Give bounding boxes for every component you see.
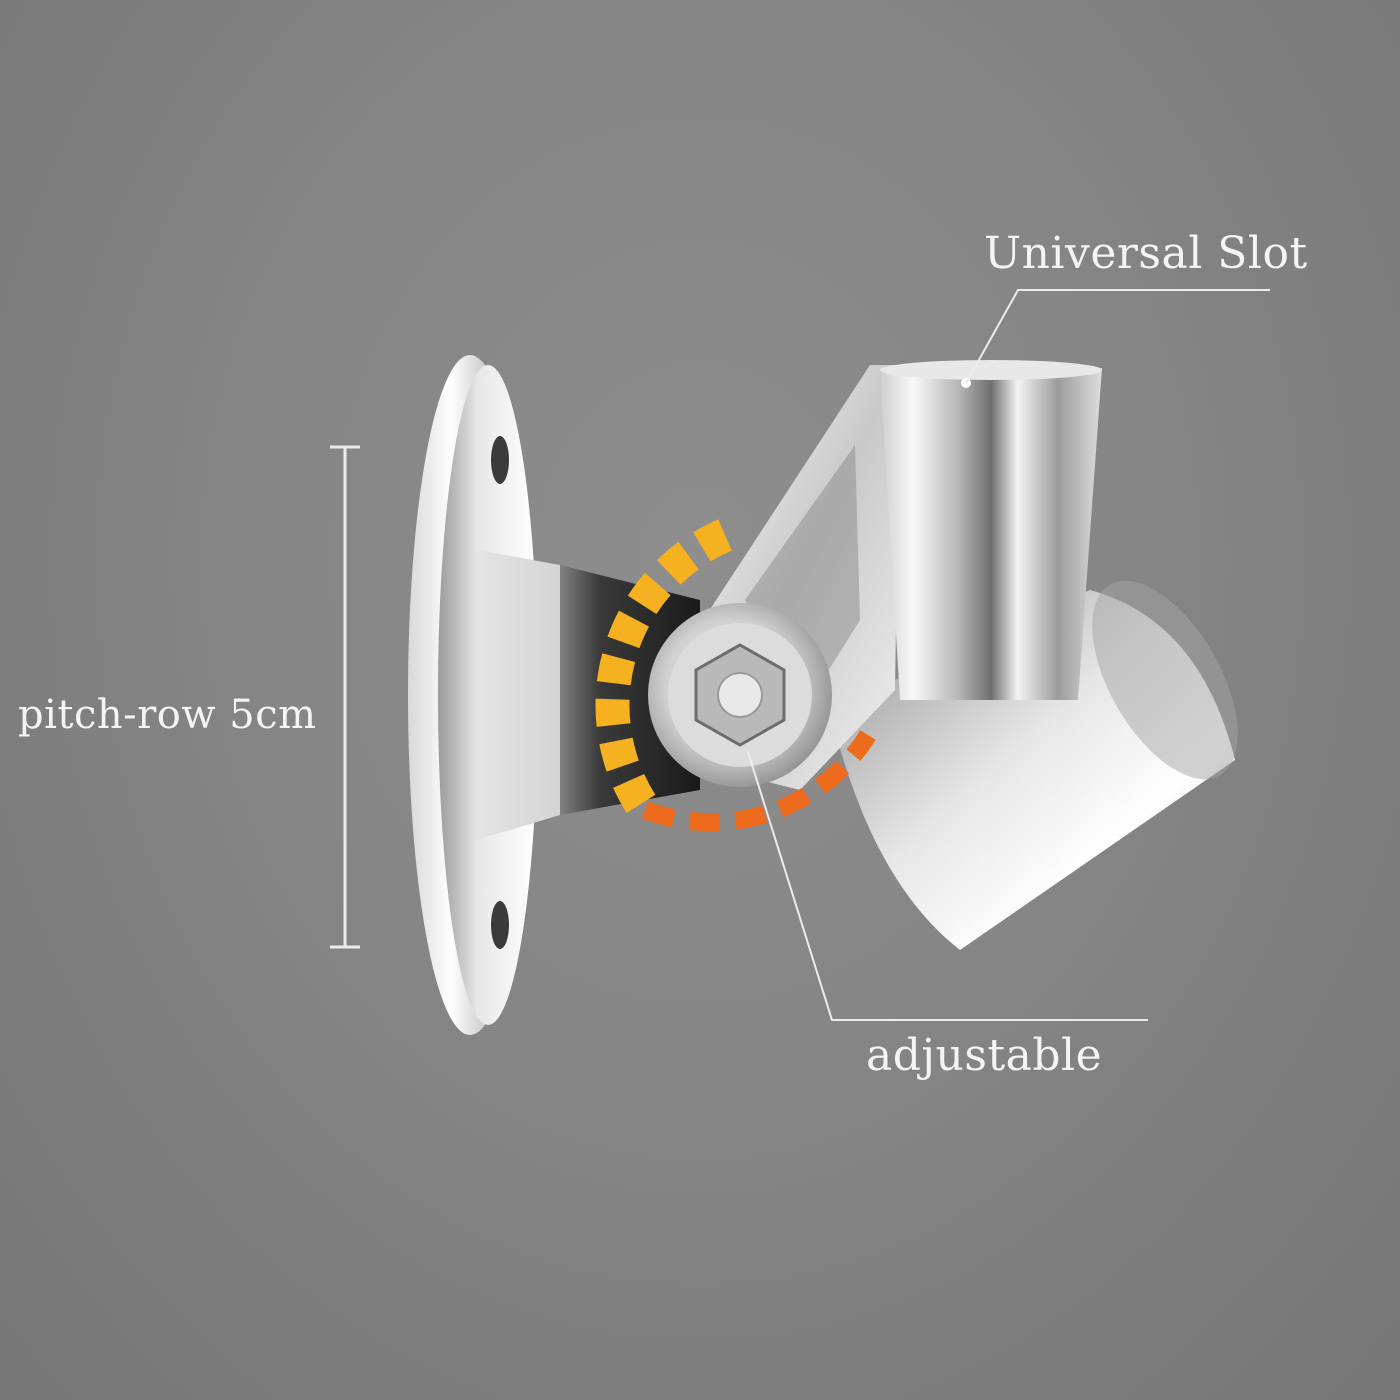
universal-slot-cylinder — [880, 360, 1102, 700]
leader-lines — [747, 289, 1270, 1021]
wall-plate — [408, 355, 538, 1035]
universal-slot-label: Universal Slot — [984, 228, 1308, 279]
adjustable-label: adjustable — [866, 1030, 1103, 1081]
screw-hole-bottom — [491, 901, 509, 949]
pitch-row-label: pitch-row 5cm — [18, 692, 317, 738]
pitch-dimension-line — [330, 445, 360, 949]
screw-hole-top — [491, 436, 509, 484]
adjust-arc — [595, 519, 876, 832]
pivot-hub — [648, 603, 832, 787]
bracket-neck — [476, 550, 700, 840]
